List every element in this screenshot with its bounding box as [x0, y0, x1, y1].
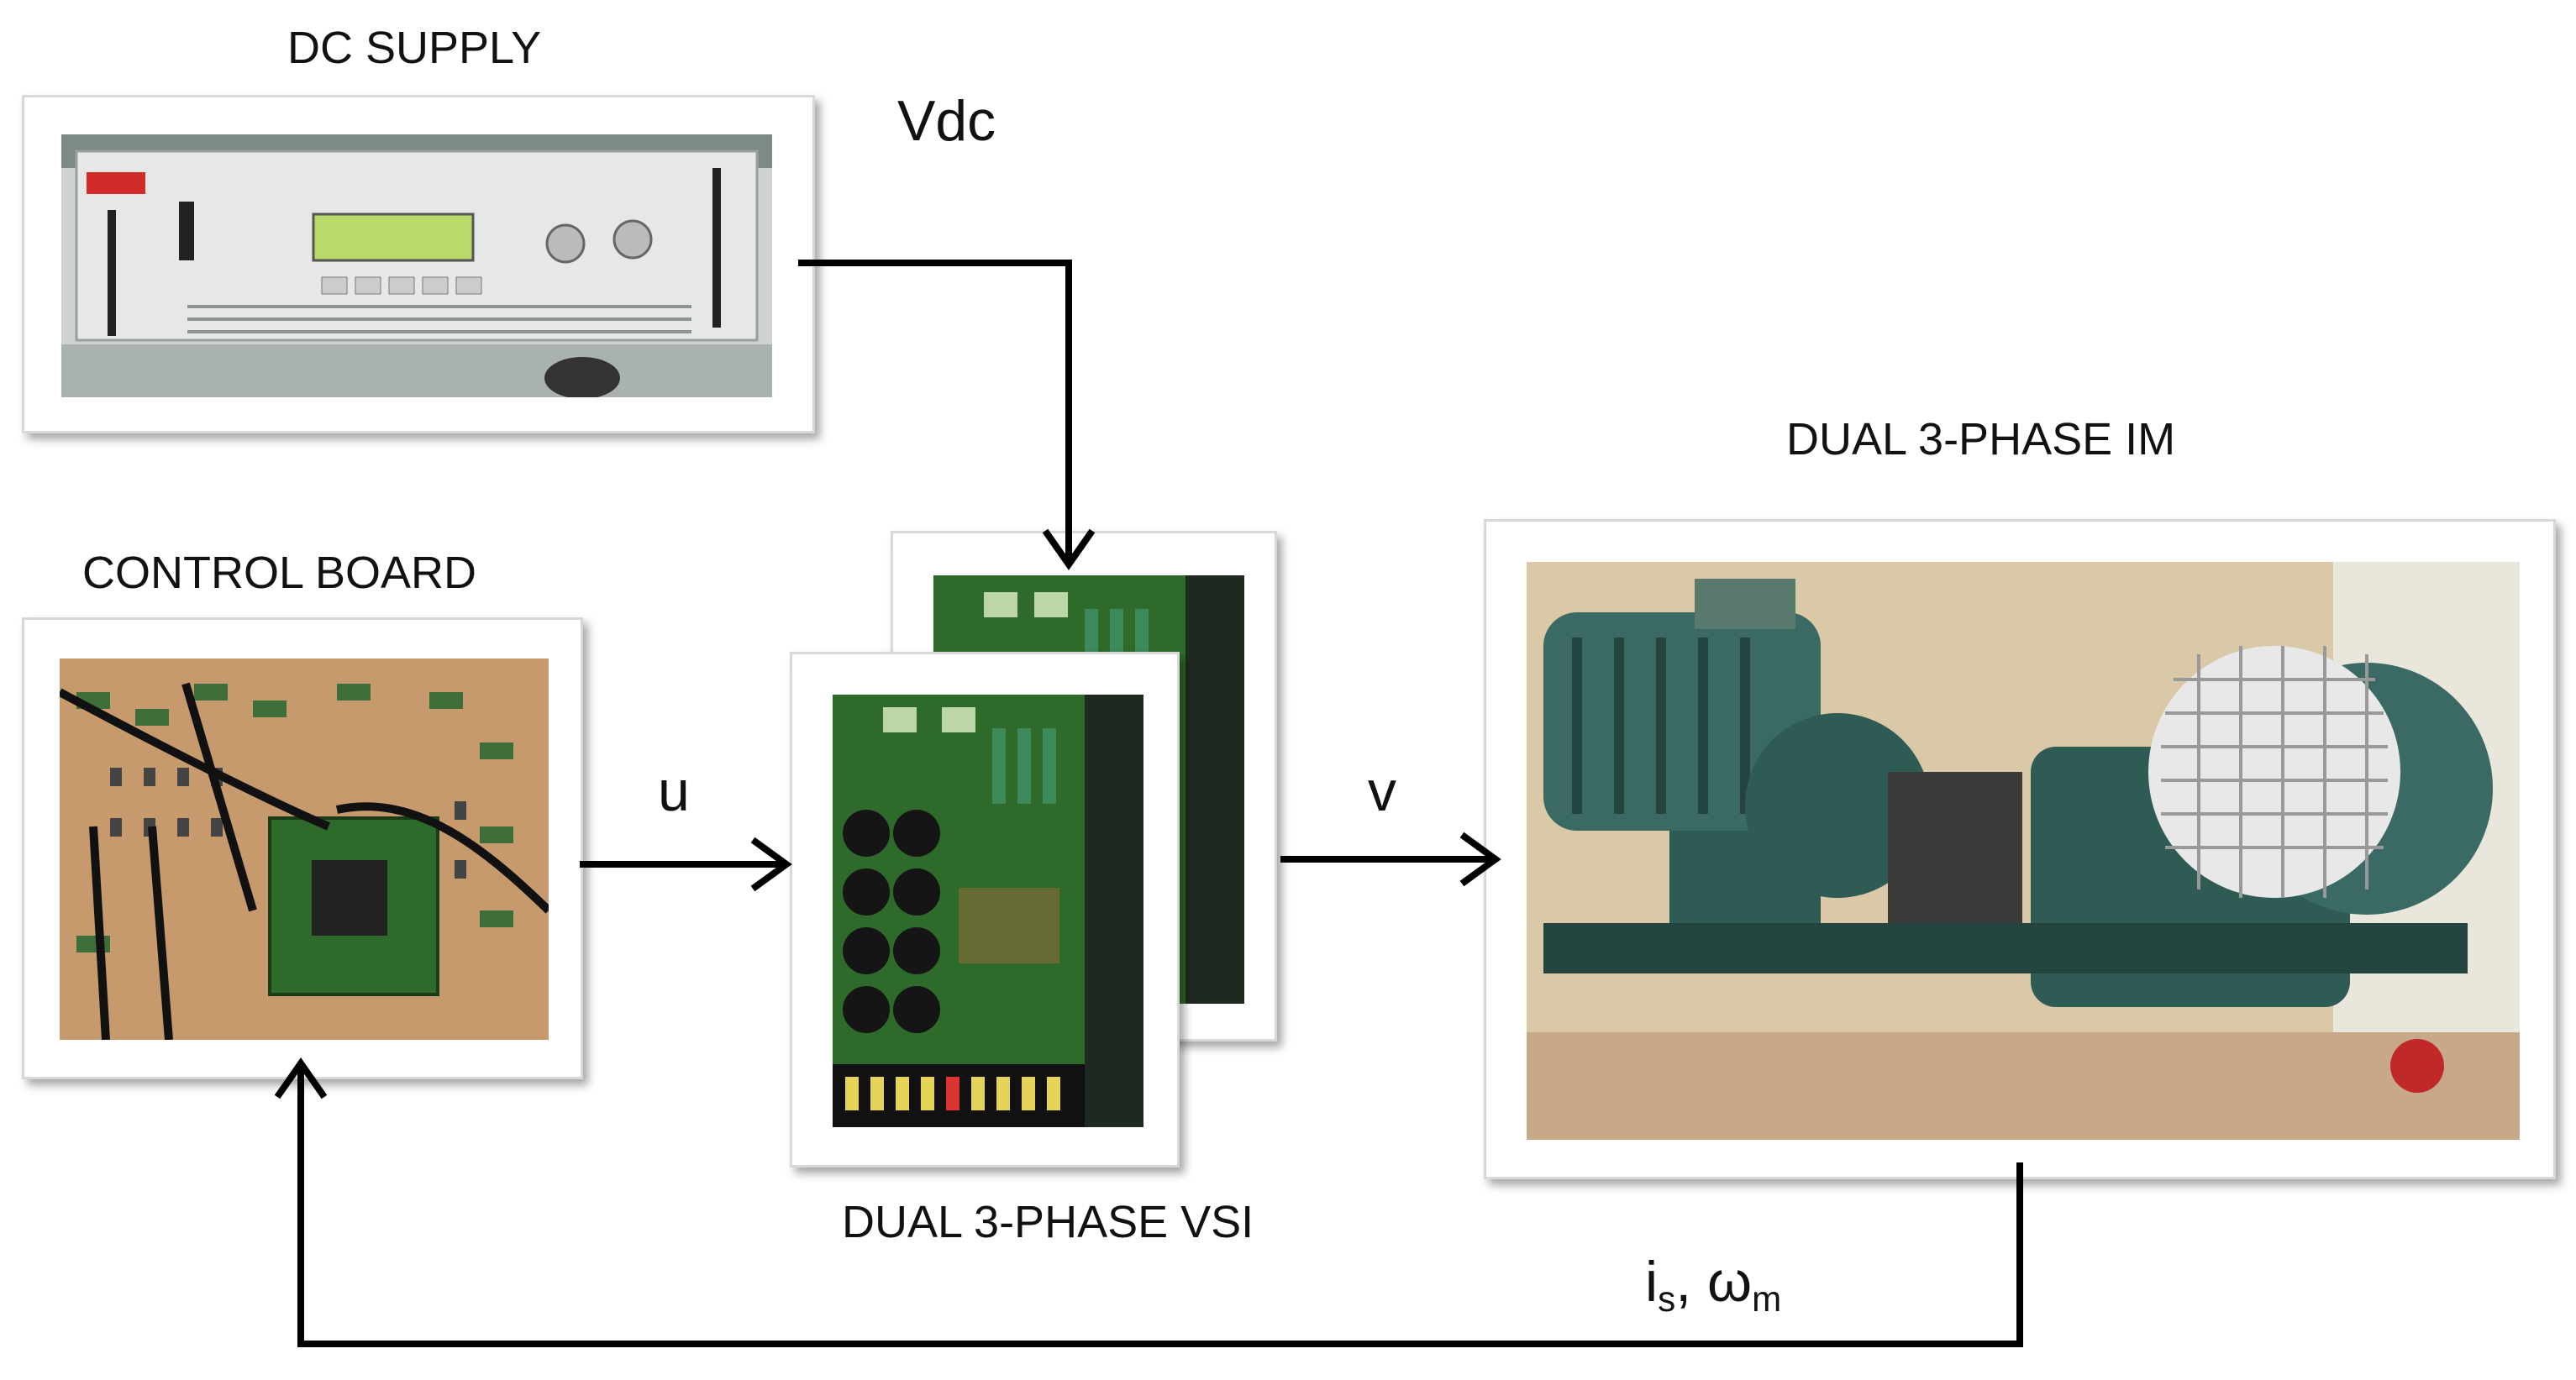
vdc-arrowhead: [1042, 528, 1096, 570]
control-board-illustration: [60, 659, 549, 1040]
vsi-front-illustration: [833, 695, 1143, 1127]
vsi-front-frame: [790, 652, 1180, 1167]
dc-supply-label: DC SUPPLY: [287, 23, 542, 73]
control-board-photo: [60, 659, 549, 1040]
dc-supply-frame: [22, 95, 815, 433]
v-signal-label: v: [1368, 759, 1396, 823]
feedback-separator: ,: [1675, 1250, 1707, 1314]
u-signal-label: u: [658, 759, 690, 823]
control-board-frame: [22, 617, 583, 1079]
rotor-speed-subscript: m: [1752, 1278, 1782, 1319]
u-arrowhead: [750, 837, 792, 892]
im-frame: [1484, 519, 2556, 1179]
feedback-arrowhead: [274, 1057, 328, 1099]
v-arrowhead: [1459, 832, 1501, 887]
im-label: DUAL 3-PHASE IM: [1786, 414, 2176, 464]
vdc-signal-label: Vdc: [897, 89, 996, 153]
feedback-signal-label: is, ωm: [1645, 1253, 1781, 1317]
feedback-arrow: [297, 1065, 2023, 1347]
dc-supply-photo: [61, 134, 772, 397]
im-photo: [1527, 562, 2520, 1140]
control-board-label: CONTROL BOARD: [82, 548, 477, 598]
vsi-front-photo: [833, 695, 1143, 1127]
stator-current-subscript: s: [1658, 1278, 1676, 1319]
vsi-label: DUAL 3-PHASE VSI: [842, 1197, 1254, 1247]
im-illustration: [1527, 562, 2520, 1140]
vdc-arrow: [798, 260, 1072, 563]
stator-current-symbol: i: [1645, 1250, 1659, 1314]
dc-supply-illustration: [61, 134, 772, 397]
rotor-speed-symbol: ω: [1706, 1250, 1753, 1314]
